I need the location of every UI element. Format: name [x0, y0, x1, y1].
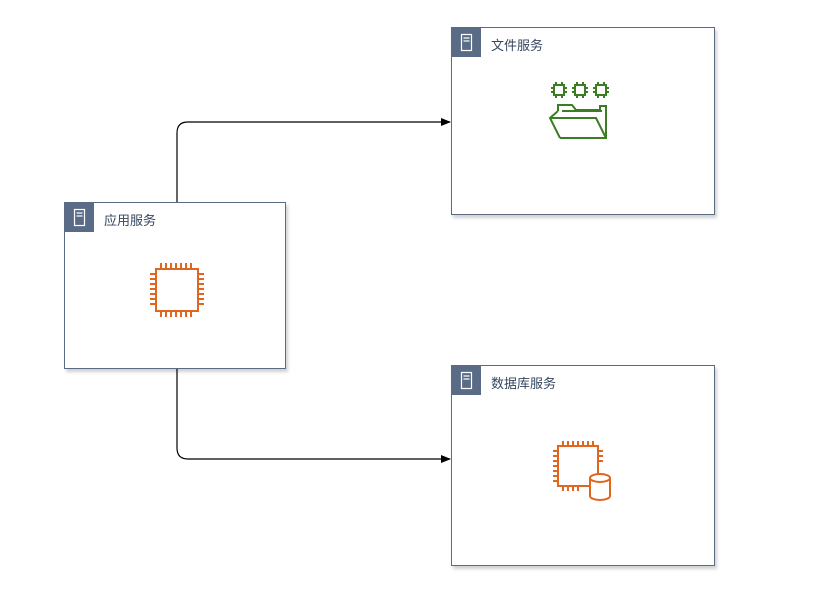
db-instance-icon — [553, 441, 611, 501]
ec2-instance-icon — [150, 263, 204, 317]
db-service-label: 数据库服务 — [491, 377, 557, 392]
file-service-label: 文件服务 — [491, 39, 544, 54]
file-service-node[interactable]: 文件服务 — [451, 27, 715, 215]
connector-app-to-db — [176, 369, 451, 463]
server-icon — [65, 203, 94, 232]
db-service-node[interactable]: 数据库服务 — [451, 365, 715, 566]
connector-app-to-file — [176, 118, 451, 202]
app-service-node[interactable]: 应用服务 — [64, 202, 286, 369]
server-icon — [452, 366, 481, 395]
app-service-label: 应用服务 — [104, 214, 157, 229]
server-icon — [452, 28, 481, 57]
file-system-icon — [548, 82, 609, 139]
